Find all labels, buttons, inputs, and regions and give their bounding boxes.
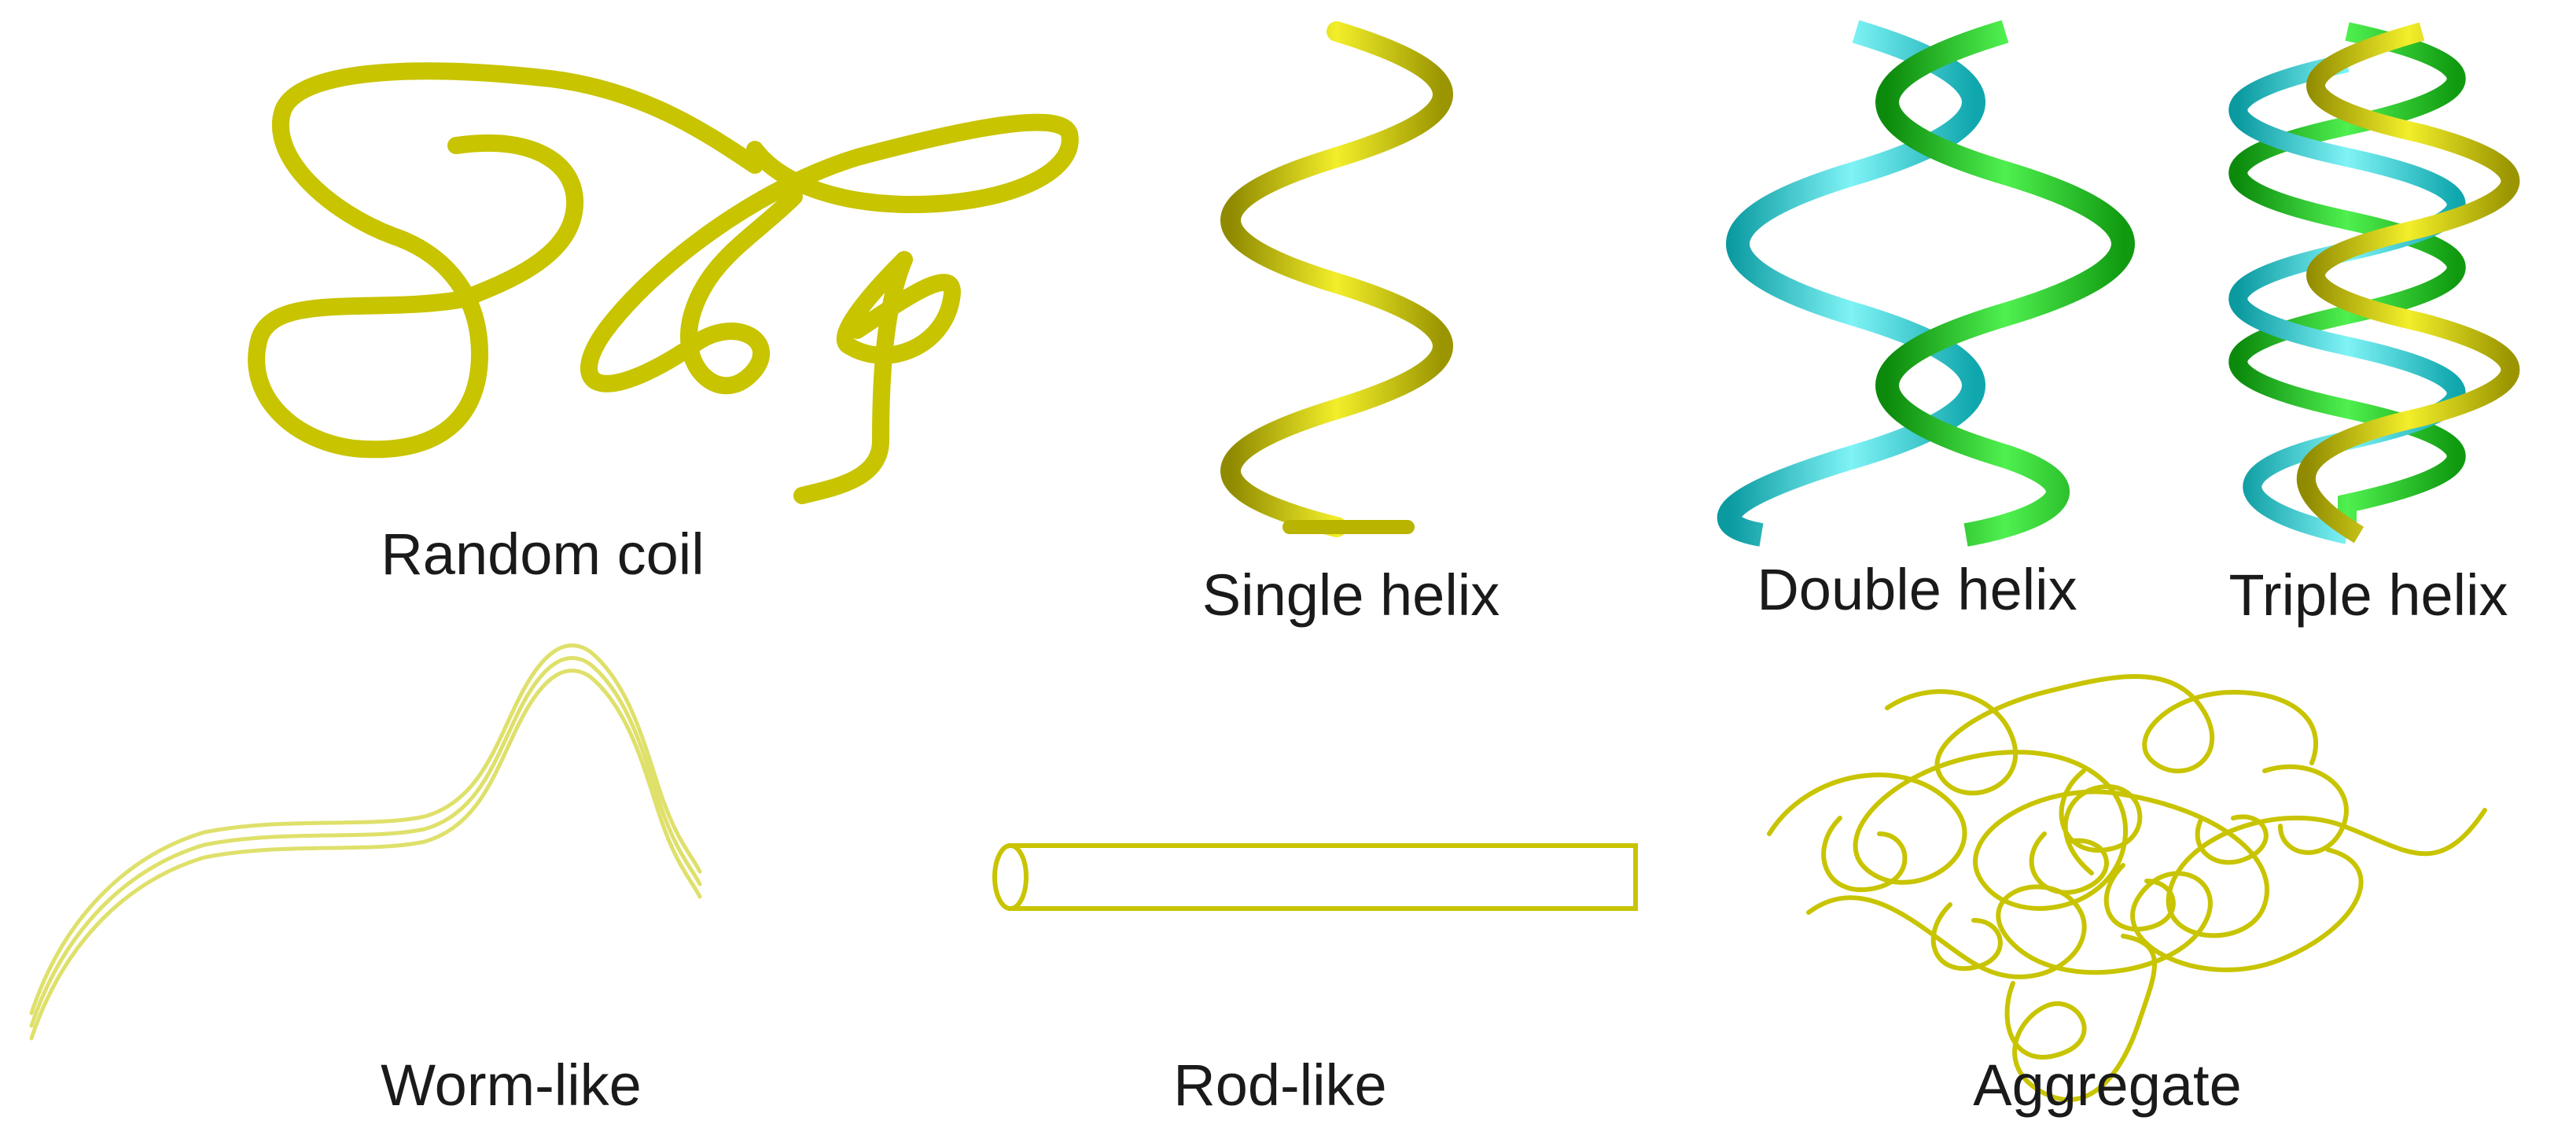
label-aggregate: Aggregate (1973, 1052, 2242, 1118)
rod-like-structure (992, 843, 1638, 911)
label-rod-like: Rod-like (1173, 1052, 1386, 1118)
double-helix-structure (1717, 20, 2135, 547)
label-double-helix: Double helix (1757, 557, 2077, 622)
label-single-helix: Single helix (1202, 562, 1500, 628)
aggregate-structure (1767, 674, 2487, 1102)
label-random-coil: Random coil (381, 522, 704, 587)
label-triple-helix: Triple helix (2228, 562, 2508, 628)
triple-helix-structure (2228, 22, 2520, 544)
single-helix-structure (1220, 21, 1453, 537)
random-coil-structure (248, 62, 1079, 504)
worm-like-structure (29, 643, 702, 1041)
label-worm-like: Worm-like (381, 1052, 642, 1118)
